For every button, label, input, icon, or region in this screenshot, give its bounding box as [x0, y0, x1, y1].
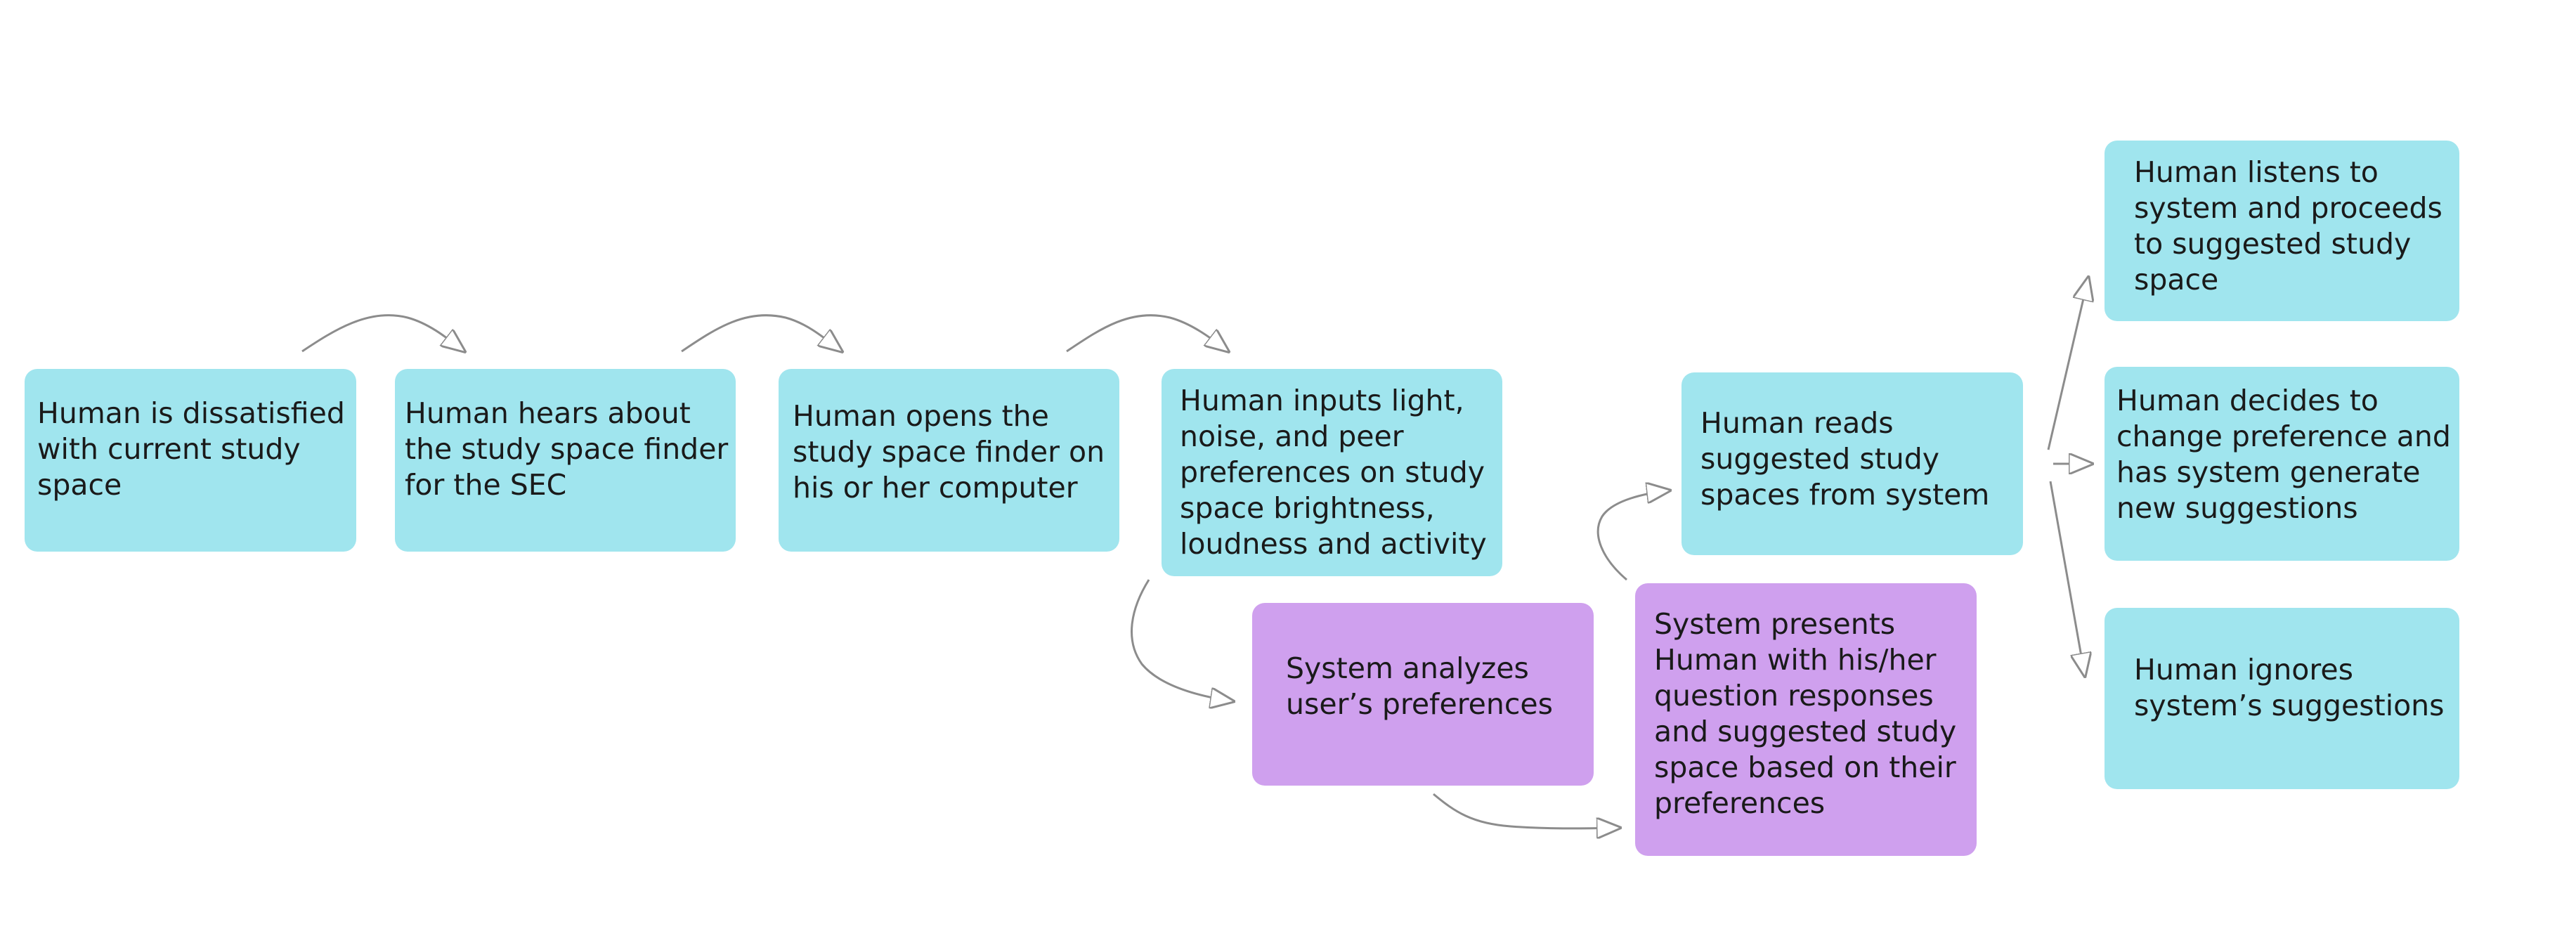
connector-presents-to-reads: [1596, 490, 1670, 581]
step-presents: System presents Human with his/her quest…: [1635, 583, 1977, 856]
step-analyzes: System analyzes user’s preferences: [1252, 603, 1594, 786]
step-opens: Human opens the study space finder on hi…: [779, 369, 1119, 552]
step-changes: Human decides to change preference and h…: [2105, 367, 2459, 561]
step-hears: Human hears about the study space finder…: [395, 369, 736, 552]
connector-hears-to-opens: [681, 314, 842, 351]
connector-dissatisfied-to-hears: [301, 314, 464, 351]
step-dissatisfied: Human is dissatisfied with current study…: [25, 369, 356, 552]
connector-inputs-to-analyzes: [1131, 579, 1233, 701]
connector-reads-to-listens: [2047, 278, 2088, 450]
step-reads: Human reads suggested study spaces from …: [1681, 372, 2023, 555]
connector-opens-to-inputs: [1066, 314, 1228, 351]
connector-reads-to-ignores: [2049, 481, 2085, 676]
connector-analyzes-to-presents: [1433, 793, 1620, 828]
step-inputs: Human inputs light, noise, and peer pref…: [1162, 369, 1502, 576]
step-listens: Human listens to system and proceeds to …: [2105, 141, 2459, 321]
step-ignores: Human ignores system’s suggestions: [2105, 608, 2459, 789]
